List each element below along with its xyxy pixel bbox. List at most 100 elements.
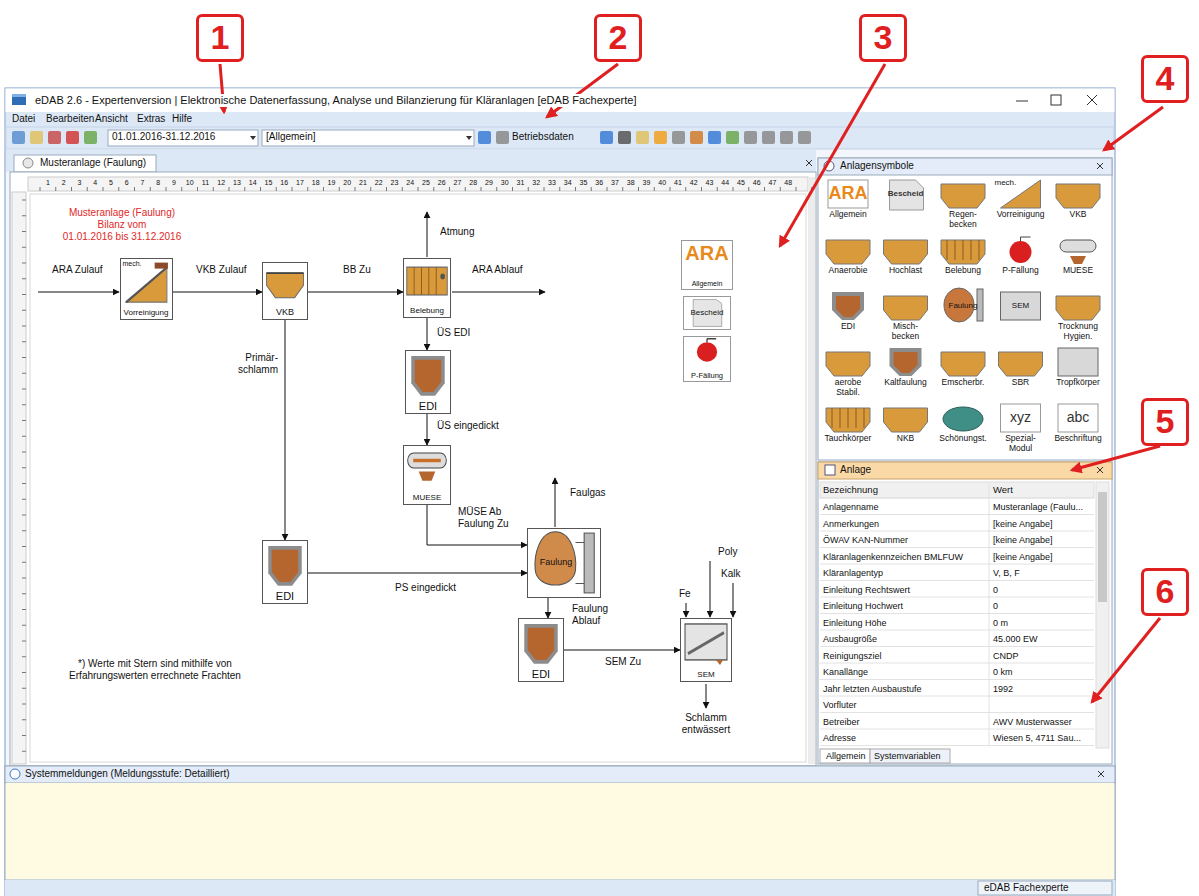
node-label: mech. xyxy=(123,260,142,268)
property-panel xyxy=(1098,492,1107,602)
stream-label: MÜSE Ab Faulung Zu xyxy=(458,506,518,529)
symbol-panel xyxy=(818,158,1112,460)
stream-arrow xyxy=(555,478,556,527)
p-precipitation-box: P-Fällung xyxy=(683,336,731,382)
plant-heading: 01.01.2016 bis 31.12.2016 xyxy=(32,231,212,243)
tool-bar xyxy=(690,131,703,144)
drawing-canvas xyxy=(717,187,718,191)
symbol-caption: Belebung xyxy=(934,266,992,276)
drawing-canvas xyxy=(22,404,26,405)
property-value: Wiesen 5, 4711 Sau... xyxy=(993,733,1081,743)
node-label: VKB xyxy=(276,308,294,318)
ruler-number: 41 xyxy=(671,179,685,187)
sludge-dewatering: SEM xyxy=(680,618,732,682)
symbol-panel xyxy=(840,408,841,428)
ruler-number: 37 xyxy=(608,179,622,187)
tool-bar xyxy=(708,131,721,144)
ruler-number: 27 xyxy=(451,179,465,187)
drawing-canvas xyxy=(780,187,781,191)
drawing-canvas xyxy=(496,187,497,191)
symbol-caption: VKB xyxy=(1049,210,1107,220)
property-name: Anlagenname xyxy=(823,502,879,512)
symbol-caption: Misch- becken xyxy=(889,322,923,342)
ruler-number: 48 xyxy=(781,179,795,187)
symbol-panel xyxy=(999,352,1043,376)
symbol-icon-text: Bescheid xyxy=(882,189,930,198)
symbol-icon-text: SEM xyxy=(997,301,1045,310)
drawing-canvas xyxy=(22,656,26,657)
drawing-canvas xyxy=(748,187,749,191)
drawing-canvas xyxy=(22,499,26,500)
ruler-number: 2 xyxy=(57,179,71,187)
ruler-number: 4 xyxy=(88,179,102,187)
document-tab-strip xyxy=(806,160,812,166)
window-title: eDAB 2.6 - Expertenversion | Elektronisc… xyxy=(35,94,636,107)
callout-arrow xyxy=(1092,618,1160,702)
drawing-canvas xyxy=(134,187,135,191)
tool-bar xyxy=(478,131,491,144)
document-tab-strip xyxy=(6,150,816,172)
primary-clarifier: VKB xyxy=(262,262,308,320)
node-label: EDI xyxy=(276,590,294,602)
symbol-panel xyxy=(832,292,864,320)
symbol-panel xyxy=(1056,296,1100,320)
status-bar xyxy=(978,881,1112,895)
property-name: Vorfluter xyxy=(823,700,857,710)
ruler-number: 12 xyxy=(214,179,228,187)
property-value: [keine Angabe] xyxy=(993,519,1053,529)
symbol-caption: EDI xyxy=(819,322,877,332)
stream-label: SEM Zu xyxy=(605,656,641,668)
node-label: SEM xyxy=(697,671,714,680)
symbol-caption: Beschriftung xyxy=(1049,434,1107,444)
drawing-canvas xyxy=(87,187,88,191)
symbol-caption: Tropfkörper xyxy=(1049,378,1107,388)
thickener: EDI xyxy=(405,350,451,414)
drawing-canvas xyxy=(449,187,450,191)
message-panel xyxy=(10,769,20,779)
ruler-number: 34 xyxy=(561,179,575,187)
tool-bar xyxy=(600,131,613,144)
property-panel xyxy=(820,580,1094,581)
panel-title: Systemmeldungen (Meldungsstufe: Detailli… xyxy=(25,768,230,780)
panel-tab: Allgemein xyxy=(826,751,866,761)
property-name: Kanallänge xyxy=(823,667,868,677)
message-panel xyxy=(6,783,1114,879)
ruler-number: 30 xyxy=(498,179,512,187)
stream-label: Poly xyxy=(718,546,737,558)
symbol-panel xyxy=(941,240,985,264)
flow-connector xyxy=(308,573,527,574)
callout-arrow xyxy=(1072,446,1160,470)
panel-tab: Systemvariablen xyxy=(874,751,941,761)
property-value: 45.000 EW xyxy=(993,634,1038,644)
tool-bar xyxy=(496,131,509,144)
symbol-icon-text: xyz xyxy=(997,409,1045,425)
property-panel xyxy=(870,749,950,763)
ruler-number: 33 xyxy=(545,179,559,187)
symbol-caption: Schönungst. xyxy=(934,434,992,444)
drawing-canvas xyxy=(229,187,230,191)
ruler-number: 19 xyxy=(325,179,339,187)
drawing-canvas xyxy=(370,187,371,191)
property-panel xyxy=(989,482,990,746)
ruler-number: 10 xyxy=(183,179,197,187)
node-label: EDI xyxy=(419,400,437,412)
mechanical-thickener: MUESE xyxy=(403,445,451,505)
window-controls xyxy=(1016,95,1097,105)
drawing-canvas xyxy=(386,187,387,191)
drawing-canvas xyxy=(22,326,26,327)
symbol-caption: Tauchkörper xyxy=(819,434,877,444)
property-panel xyxy=(820,679,1094,680)
tool-bar xyxy=(30,131,43,144)
drawing-canvas xyxy=(465,187,466,191)
ruler-number: 20 xyxy=(340,179,354,187)
callout-number: 2 xyxy=(594,14,642,62)
drawing-canvas xyxy=(796,187,797,191)
drawing-canvas xyxy=(622,187,623,191)
ruler-number: 35 xyxy=(577,179,591,187)
tool-bar xyxy=(726,131,739,144)
drawing-canvas xyxy=(22,562,26,563)
property-name: Betreiber xyxy=(823,717,860,727)
ruler-number: 17 xyxy=(293,179,307,187)
table-header: Bezeichnung xyxy=(823,485,878,496)
window-frame xyxy=(12,94,26,105)
